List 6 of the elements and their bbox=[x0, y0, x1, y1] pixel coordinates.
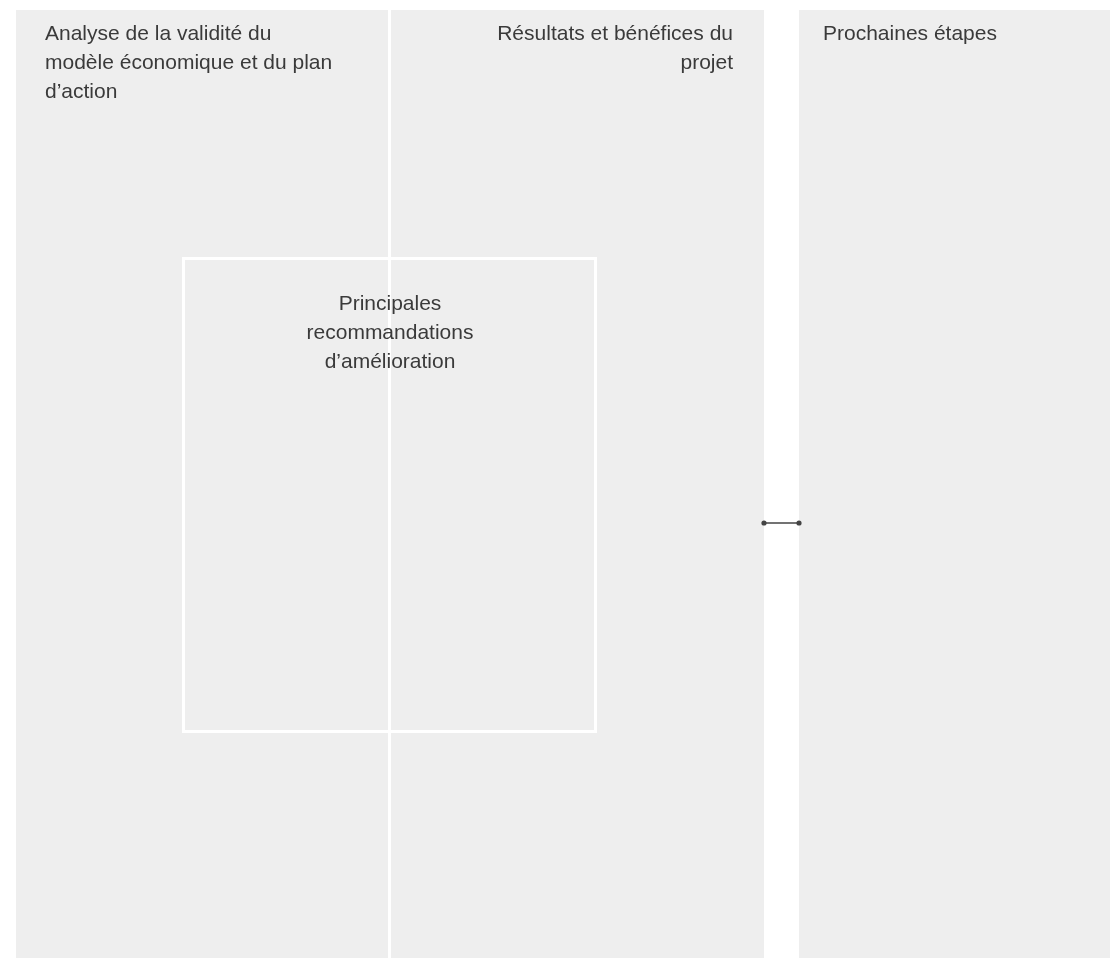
column-panel bbox=[799, 10, 1110, 958]
column-heading: Principales recommandations d’amélioration bbox=[305, 290, 475, 374]
column-heading: Résultats et bénéfices du projet bbox=[496, 20, 733, 75]
column-heading: Prochaines étapes bbox=[823, 20, 998, 46]
column-heading: Analyse de la validité du modèle économique et du plan d’action bbox=[45, 20, 334, 104]
connector bbox=[761, 520, 802, 526]
